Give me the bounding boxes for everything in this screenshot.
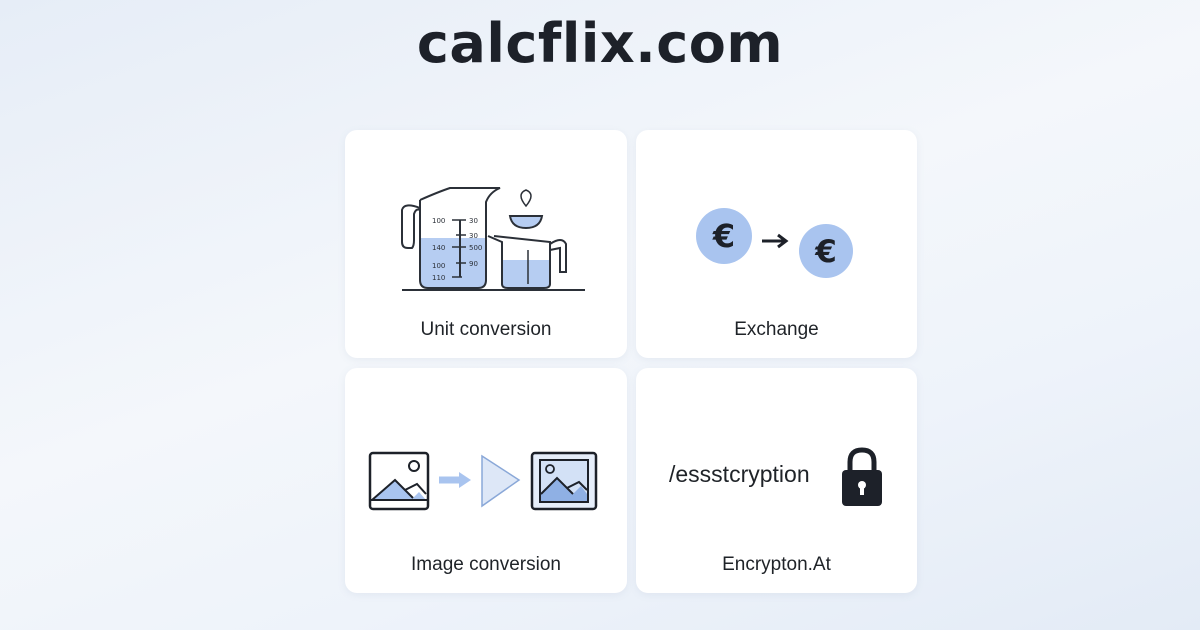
image-convert-icon — [368, 451, 598, 511]
unit-conversion-card[interactable]: 100 140 100 110 30 30 500 90 Unit conver… — [345, 130, 627, 358]
image-conversion-card[interactable]: Image conversion — [345, 368, 627, 593]
svg-text:€: € — [712, 217, 735, 255]
svg-text:90: 90 — [469, 260, 478, 268]
svg-text:140: 140 — [432, 244, 445, 252]
site-title: calcflix.com — [416, 12, 784, 75]
encryption-card[interactable]: /essstcryption Encrypton.At — [636, 368, 917, 593]
card-label: Exchange — [734, 319, 819, 340]
tick-label: 100 — [432, 217, 445, 225]
exchange-card[interactable]: € € Exchange — [636, 130, 917, 358]
svg-text:110: 110 — [432, 274, 445, 282]
lock-icon — [842, 447, 882, 506]
svg-text:500: 500 — [469, 244, 482, 252]
card-label: Unit conversion — [420, 319, 552, 340]
svg-text:30: 30 — [469, 232, 478, 240]
encryption-illustration-text: /essstcryption — [669, 461, 810, 487]
measuring-cups-icon: 100 140 100 110 30 30 500 90 — [401, 187, 585, 291]
svg-text:€: € — [814, 234, 837, 270]
card-label: Image conversion — [411, 554, 561, 575]
svg-text:30: 30 — [469, 217, 478, 225]
euro-exchange-icon: € € — [696, 208, 853, 278]
svg-text:100: 100 — [432, 262, 445, 270]
card-label: Encrypton.At — [722, 554, 831, 575]
